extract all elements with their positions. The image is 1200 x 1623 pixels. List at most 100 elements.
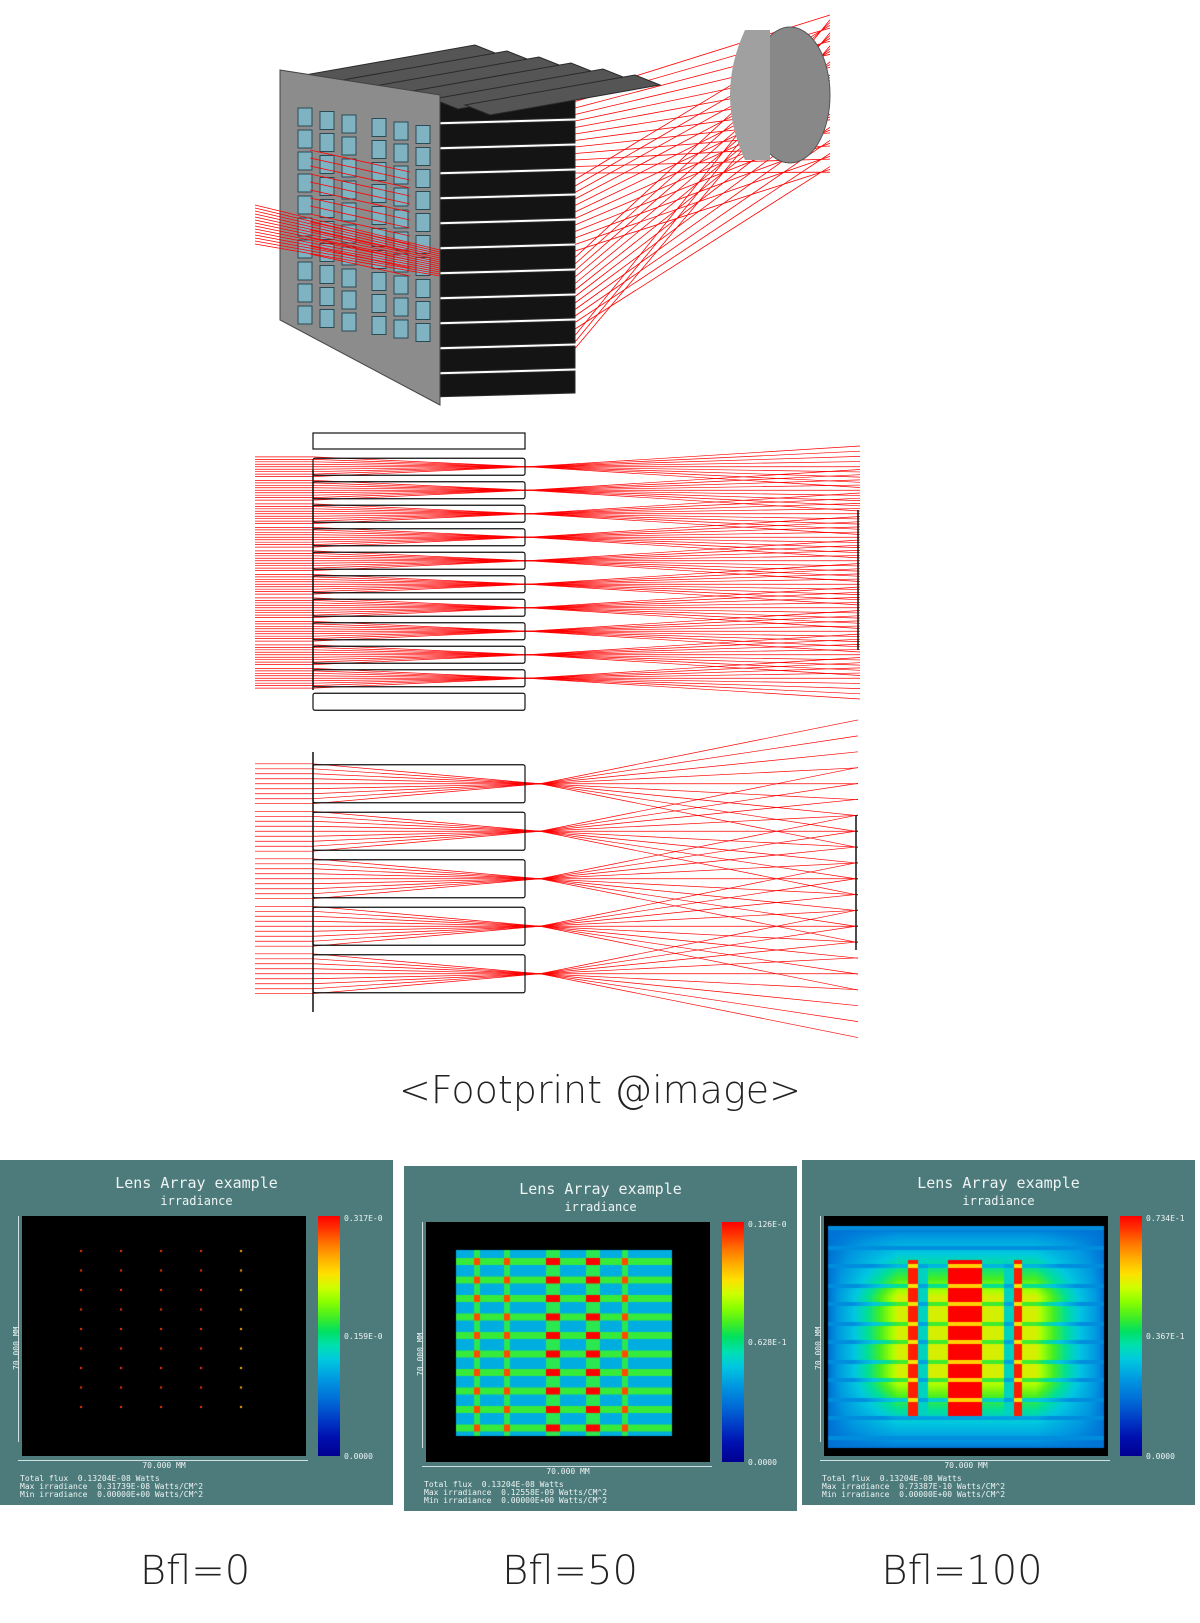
- irradiance-panel-bfl100: Lens Array example irradiance 70.000 MM …: [802, 1160, 1195, 1505]
- ray: [309, 157, 411, 181]
- ray: [527, 450, 861, 468]
- lens-face: [297, 151, 313, 171]
- ray: [527, 672, 861, 679]
- colorbar: [1120, 1216, 1142, 1456]
- lens-face: [297, 129, 313, 149]
- ray: [527, 625, 861, 632]
- ray: [539, 830, 859, 864]
- ray: [527, 531, 861, 538]
- ray: [312, 623, 529, 632]
- panel-subtitle: irradiance: [160, 1194, 233, 1208]
- ray: [254, 213, 441, 257]
- ray: [312, 920, 541, 927]
- ray: [539, 783, 859, 832]
- lens-face: [415, 301, 431, 320]
- ray: [312, 625, 529, 632]
- lens-barrel-top: [463, 74, 662, 116]
- ray: [309, 173, 411, 197]
- ray: [539, 925, 859, 975]
- ray: [312, 482, 529, 491]
- x-axis-label: 70.000 MM: [944, 1461, 988, 1470]
- ray: [527, 550, 861, 562]
- lens-face: [393, 319, 409, 339]
- lens-face: [415, 147, 431, 166]
- panel-subtitle: irradiance: [564, 1200, 637, 1214]
- lens-barrel: [429, 370, 576, 398]
- ray: [312, 858, 541, 880]
- optical-diagram: [254, 14, 861, 1038]
- ray: [527, 563, 861, 585]
- ray: [312, 607, 529, 614]
- ray: [539, 846, 859, 880]
- ray: [312, 905, 541, 927]
- ray: [527, 662, 861, 679]
- ray: [312, 458, 529, 468]
- stats-line-2: Max irradiance 0.31739E-08 Watts/CM^2: [20, 1482, 204, 1491]
- ray: [312, 963, 541, 975]
- panel-title: Lens Array example: [519, 1180, 682, 1198]
- ray: [312, 825, 541, 832]
- ray: [527, 677, 861, 700]
- ray: [527, 456, 861, 468]
- ray: [312, 830, 541, 842]
- ray: [309, 181, 411, 205]
- ray: [312, 531, 529, 538]
- ray: [527, 489, 861, 501]
- lens-face: [415, 213, 431, 232]
- ray: [312, 510, 529, 515]
- ray: [312, 878, 541, 885]
- ray: [539, 878, 859, 896]
- caption-bfl100: Bfl=100: [881, 1548, 1043, 1594]
- ray: [527, 586, 861, 609]
- lens-face: [371, 140, 387, 159]
- ray: [312, 505, 529, 515]
- lens-barrel: [429, 195, 576, 223]
- ray: [312, 958, 541, 975]
- lens-face: [371, 118, 387, 137]
- ray: [312, 670, 529, 679]
- ray: [527, 560, 861, 567]
- colorbar-max: 0.317E-0: [344, 1214, 383, 1223]
- ray: [539, 973, 859, 1038]
- ray: [312, 513, 529, 517]
- ray: [254, 210, 441, 255]
- ray: [527, 657, 861, 679]
- lens-face: [319, 133, 335, 152]
- ray: [312, 487, 529, 491]
- irradiance-map: [824, 1216, 1108, 1456]
- ray: [527, 536, 861, 548]
- ray: [312, 466, 529, 470]
- ray: [527, 583, 861, 595]
- ray: [312, 677, 529, 682]
- ray: [527, 503, 861, 515]
- ray: [312, 675, 529, 679]
- ray: [527, 607, 861, 614]
- ray: [312, 560, 529, 569]
- stats-line-1: Total flux 0.13204E-08 Watts: [424, 1480, 564, 1489]
- y-axis-label: 70.000 MM: [416, 1332, 425, 1376]
- ray: [254, 231, 441, 269]
- ray: [574, 155, 831, 245]
- ray: [312, 925, 541, 932]
- ray: [312, 654, 529, 661]
- ray: [527, 461, 861, 468]
- ray: [539, 925, 859, 959]
- ray: [312, 489, 529, 496]
- lens-face: [393, 121, 409, 141]
- lens-array-3d-view: [254, 14, 831, 406]
- ray: [312, 915, 541, 927]
- irradiance-panel-bfl50: Lens Array example irradiance 70.000 MM …: [404, 1166, 797, 1511]
- ray: [312, 649, 529, 656]
- lens-face: [341, 136, 357, 156]
- lens-face: [297, 305, 313, 325]
- ray: [527, 633, 861, 656]
- lens-face: [371, 184, 387, 203]
- ray: [254, 243, 441, 277]
- ray: [527, 607, 861, 629]
- ray: [527, 630, 861, 648]
- ray: [312, 783, 541, 795]
- ray: [312, 878, 541, 895]
- lens-face: [297, 107, 313, 127]
- ray: [527, 508, 861, 515]
- ray: [539, 830, 859, 848]
